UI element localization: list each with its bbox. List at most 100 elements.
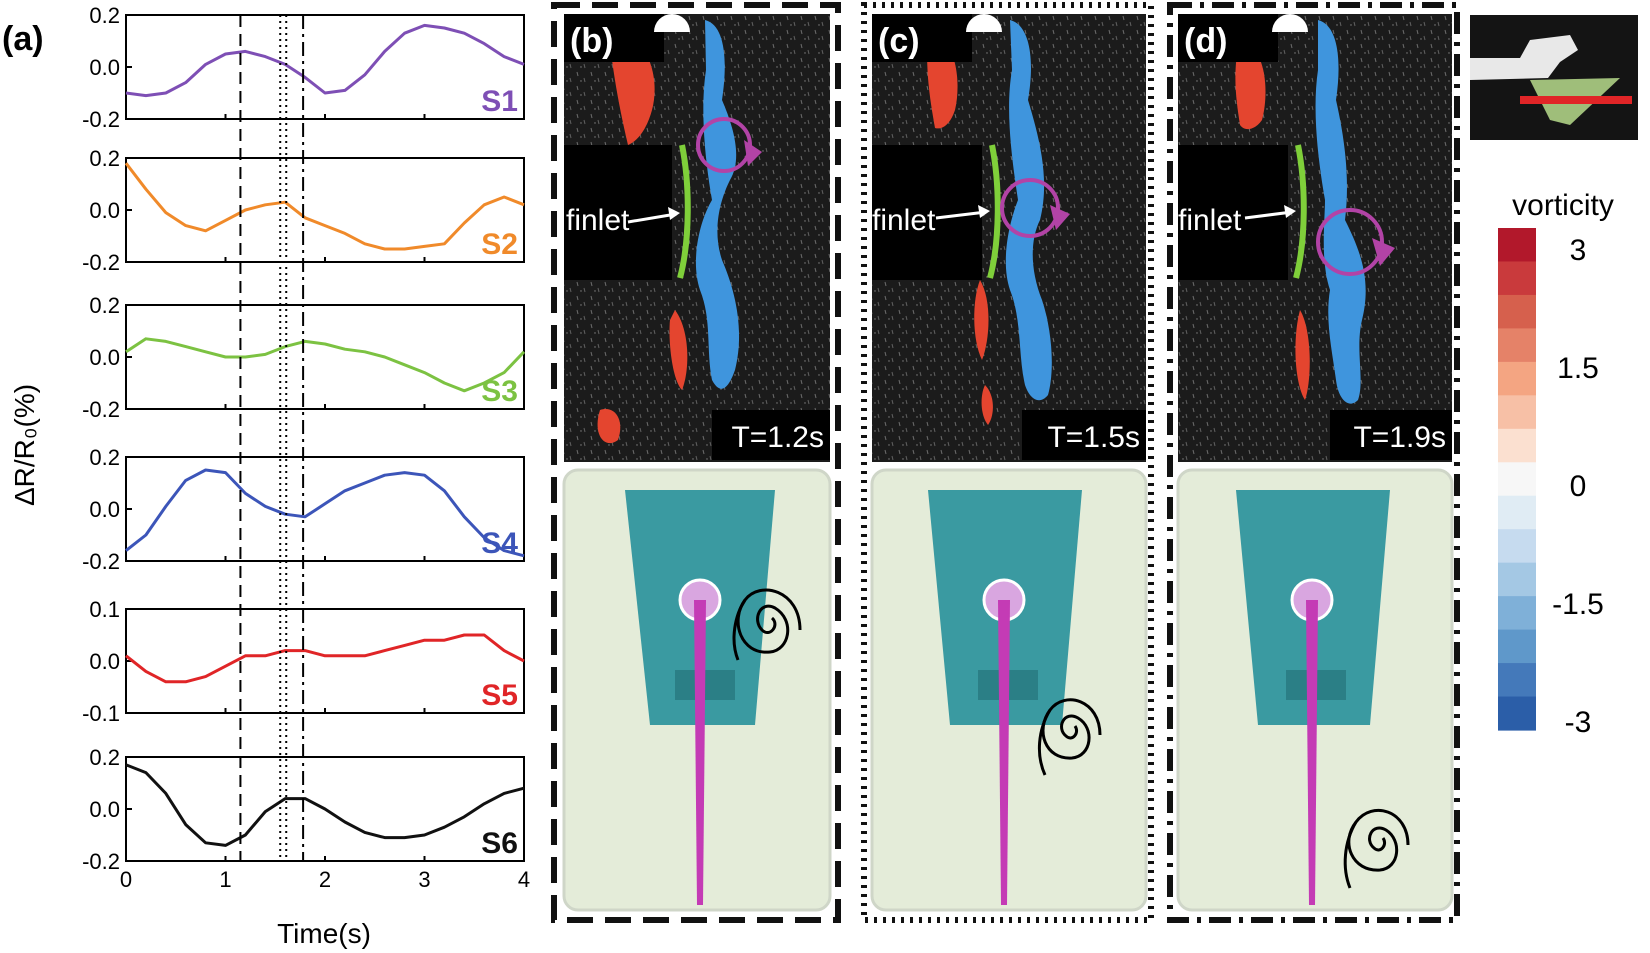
panel-c-frame <box>861 2 1154 923</box>
inset-photo-mount <box>1470 35 1578 80</box>
series-line-S6 <box>125 763 525 847</box>
panel-b-head-marker <box>654 14 690 32</box>
colorbar-segment <box>1498 294 1536 329</box>
panel-b-model-block <box>564 145 672 280</box>
panel-d-time: T=1.9s <box>1353 421 1446 454</box>
x-tick-label: 1 <box>219 867 231 892</box>
panel-c-finlet <box>987 144 1001 279</box>
panel-b-finlet-arrowhead <box>668 207 680 220</box>
y-tick-label: -0.2 <box>82 250 120 275</box>
series-name-S3: S3 <box>481 375 518 408</box>
panel-c-vortex-warm-3 <box>981 385 993 425</box>
plot-frame <box>125 608 525 714</box>
series-line-S4 <box>125 468 525 558</box>
panel-b-vortex-sketch <box>732 588 802 661</box>
x-tick-label: 0 <box>120 867 132 892</box>
series-name-S1: S1 <box>481 85 518 118</box>
y-tick-label: 0.0 <box>89 55 120 80</box>
y-tick-label: 0.2 <box>89 146 120 171</box>
panel-b-vortex-arrowhead <box>744 140 762 166</box>
panel-c-vortex-sketch <box>1037 698 1102 776</box>
series-line-S2 <box>124 162 525 251</box>
panel-d: (d) finlet T=1.9s <box>1167 2 1460 923</box>
y-tick-label: 0.0 <box>89 649 120 674</box>
inset-photo-bar <box>1520 96 1632 104</box>
y-tick-label: -0.2 <box>82 849 120 874</box>
colorbar-tick-label: 1.5 <box>1557 352 1599 385</box>
y-tick-label: -0.1 <box>82 701 120 726</box>
x-tick-label: 2 <box>319 867 331 892</box>
colorbar-tick-label: -1.5 <box>1552 588 1604 621</box>
colorbar-segment <box>1498 428 1536 463</box>
series-name-S5: S5 <box>481 679 518 712</box>
plot-frame <box>125 304 525 410</box>
panel-a: (a) 0.20.0-0.2S10.20.0-0.2S20.20.0-0.2S3… <box>2 3 530 949</box>
plot-S6: 0.2 0.0 -0.2 S6 <box>82 745 525 874</box>
panel-d-finlet-label: finlet <box>1178 204 1242 237</box>
colorbar-segment <box>1498 361 1536 396</box>
colorbar-segment <box>1498 562 1536 597</box>
panel-c-finlet-arrowhead <box>978 205 990 218</box>
y-tick-label: 0.2 <box>89 445 120 470</box>
colorbar-segment <box>1498 495 1536 530</box>
inset-photo <box>1470 15 1638 140</box>
colorbar-segment <box>1498 462 1536 497</box>
colorbar-segment <box>1498 395 1536 430</box>
panel-c-vortex-warm-2 <box>974 280 989 360</box>
colorbar-tick-label: 0 <box>1570 470 1587 503</box>
plot-S4: 0.2 0.0 -0.2 S4 <box>82 445 525 574</box>
panel-b: (b) finlet T=1.2s <box>551 2 841 923</box>
y-tick-label: 0.0 <box>89 797 120 822</box>
panel-c: (c) finlet T=1.5s <box>861 2 1154 923</box>
colorbar-gradient <box>1498 228 1536 731</box>
panel-d-time-bg <box>1330 410 1452 460</box>
y-tick-label: 0.2 <box>89 293 120 318</box>
colorbar-tick-label: -3 <box>1565 706 1592 739</box>
y-tick-label: 0.0 <box>89 497 120 522</box>
panel-b-vortex-cold <box>695 20 740 389</box>
y-axis-label: ΔR/R₀(%) <box>9 384 40 506</box>
panel-c-head-marker <box>966 14 1002 32</box>
series-name-S6: S6 <box>481 827 518 860</box>
series-line-S5 <box>125 633 525 684</box>
panel-d-label: (d) <box>1184 22 1227 60</box>
y-tick-label: -0.2 <box>82 107 120 132</box>
y-tick-label: -0.2 <box>82 549 120 574</box>
colorbar-title: vorticity <box>1512 189 1614 222</box>
x-tick-label: 3 <box>418 867 430 892</box>
series-line-S1 <box>125 23 525 98</box>
colorbar-tick-label: 3 <box>1570 234 1587 267</box>
colorbar-segment <box>1498 529 1536 564</box>
panel-b-finlet-arrow <box>627 212 677 224</box>
y-tick-label: 0.0 <box>89 198 120 223</box>
panel-c-vortex-arrowhead <box>1050 205 1070 230</box>
colorbar-segment <box>1498 629 1536 664</box>
y-tick-label: 0.1 <box>89 597 120 622</box>
x-axis-label: Time(s) <box>277 918 371 949</box>
panel-c-time-bg <box>1022 410 1146 460</box>
panel-d-head-marker <box>1272 14 1308 32</box>
panel-d-label-bg <box>1178 14 1278 62</box>
sensor-plots: 0.20.0-0.2S10.20.0-0.2S20.20.0-0.2S30.20… <box>82 3 530 892</box>
plot-frame <box>125 157 525 263</box>
panel-d-finlet-arrowhead <box>1284 205 1296 218</box>
colorbar-segment <box>1498 228 1536 263</box>
panel-b-frame <box>551 2 841 923</box>
series-name-S4: S4 <box>481 527 518 560</box>
panel-b-vortex-warm-3 <box>597 409 621 444</box>
panel-c-label-bg <box>872 14 972 62</box>
plot-S1: 0.20.0-0.2S1 <box>82 3 525 132</box>
y-tick-label: -0.2 <box>82 397 120 422</box>
panel-d-vortex-warm-2 <box>1295 310 1310 400</box>
y-tick-label: 0.2 <box>89 745 120 770</box>
panel-b-time-bg <box>712 410 830 460</box>
panel-d-finlet-arrow <box>1244 210 1293 220</box>
panel-d-finlet <box>1293 144 1307 279</box>
plot-S2: 0.2 0.0 -0.2 S2 <box>82 146 525 275</box>
panel-d-vortex-sketch <box>1343 809 1410 889</box>
series-name-S2: S2 <box>481 228 518 261</box>
panel-c-label: (c) <box>878 22 920 60</box>
series-line-S3 <box>125 337 526 393</box>
panel-c-time: T=1.5s <box>1047 421 1140 454</box>
